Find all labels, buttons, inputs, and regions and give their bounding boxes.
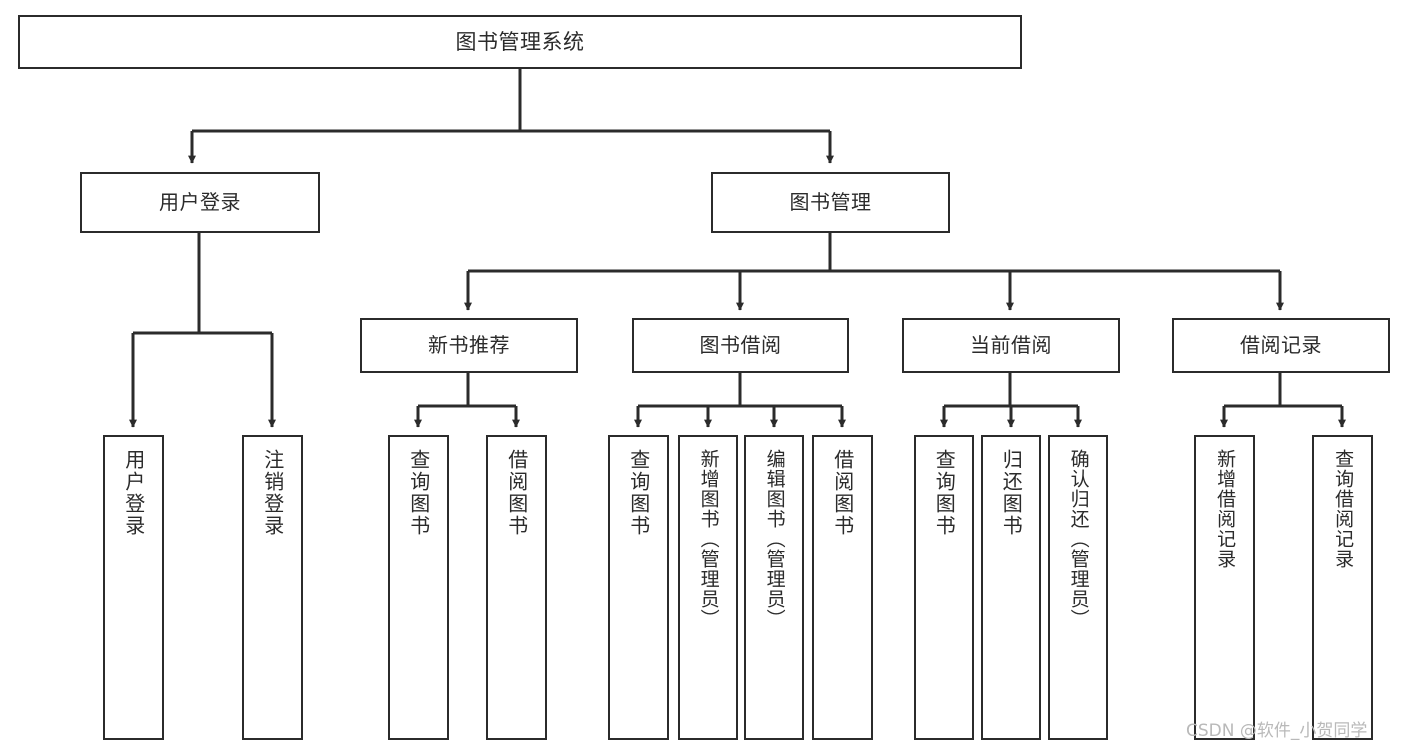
node-leaf-return-book[interactable]: 归还图书 [981,435,1041,740]
node-leaf-confirm-return[interactable]: 确认归还（管理员） [1048,435,1108,740]
node-book-borrow[interactable]: 图书借阅 [632,318,849,373]
node-book-manage[interactable]: 图书管理 [711,172,950,233]
node-leaf-borrow-book-1-label: 借阅图书 [504,449,529,537]
node-leaf-query-book-2-label: 查询图书 [626,449,651,537]
node-leaf-add-book[interactable]: 新增图书（管理员） [678,435,738,740]
node-leaf-edit-book-label: 编辑图书（管理员） [763,449,786,629]
node-leaf-query-record-label: 查询借阅记录 [1332,449,1355,569]
node-book-manage-label: 图书管理 [789,189,872,214]
node-leaf-query-book-1-label: 查询图书 [406,449,431,537]
node-leaf-query-book-2[interactable]: 查询图书 [608,435,669,740]
node-borrow-record-label: 借阅记录 [1240,332,1322,357]
node-leaf-query-record[interactable]: 查询借阅记录 [1312,435,1373,740]
node-leaf-edit-book[interactable]: 编辑图书（管理员） [744,435,804,740]
node-leaf-query-book-1[interactable]: 查询图书 [388,435,449,740]
node-leaf-borrow-book-2-label: 借阅图书 [830,449,855,537]
node-leaf-add-record[interactable]: 新增借阅记录 [1194,435,1255,740]
node-current-borrow-label: 当前借阅 [970,332,1052,357]
node-leaf-logout-label: 注销登录 [260,449,285,537]
node-leaf-borrow-book-2[interactable]: 借阅图书 [812,435,873,740]
node-root-label: 图书管理系统 [455,29,585,54]
node-leaf-confirm-return-label: 确认归还（管理员） [1067,449,1090,629]
node-new-book-recommend-label: 新书推荐 [428,332,510,357]
node-leaf-add-book-label: 新增图书（管理员） [697,449,720,629]
node-borrow-record[interactable]: 借阅记录 [1172,318,1390,373]
node-leaf-return-book-label: 归还图书 [999,449,1024,537]
node-leaf-borrow-book-1[interactable]: 借阅图书 [486,435,547,740]
node-leaf-login-label: 用户登录 [121,449,146,537]
node-current-borrow[interactable]: 当前借阅 [902,318,1120,373]
node-leaf-query-book-3-label: 查询图书 [932,449,957,537]
node-new-book-recommend[interactable]: 新书推荐 [360,318,578,373]
node-user-login[interactable]: 用户登录 [80,172,320,233]
csdn-watermark: CSDN @软件_小贺同学 [1186,721,1368,741]
node-user-login-label: 用户登录 [159,189,241,214]
node-book-borrow-label: 图书借阅 [699,332,782,357]
node-leaf-login[interactable]: 用户登录 [103,435,164,740]
node-leaf-logout[interactable]: 注销登录 [242,435,303,740]
node-leaf-add-record-label: 新增借阅记录 [1214,449,1237,569]
node-root[interactable]: 图书管理系统 [18,15,1022,69]
node-leaf-query-book-3[interactable]: 查询图书 [914,435,974,740]
